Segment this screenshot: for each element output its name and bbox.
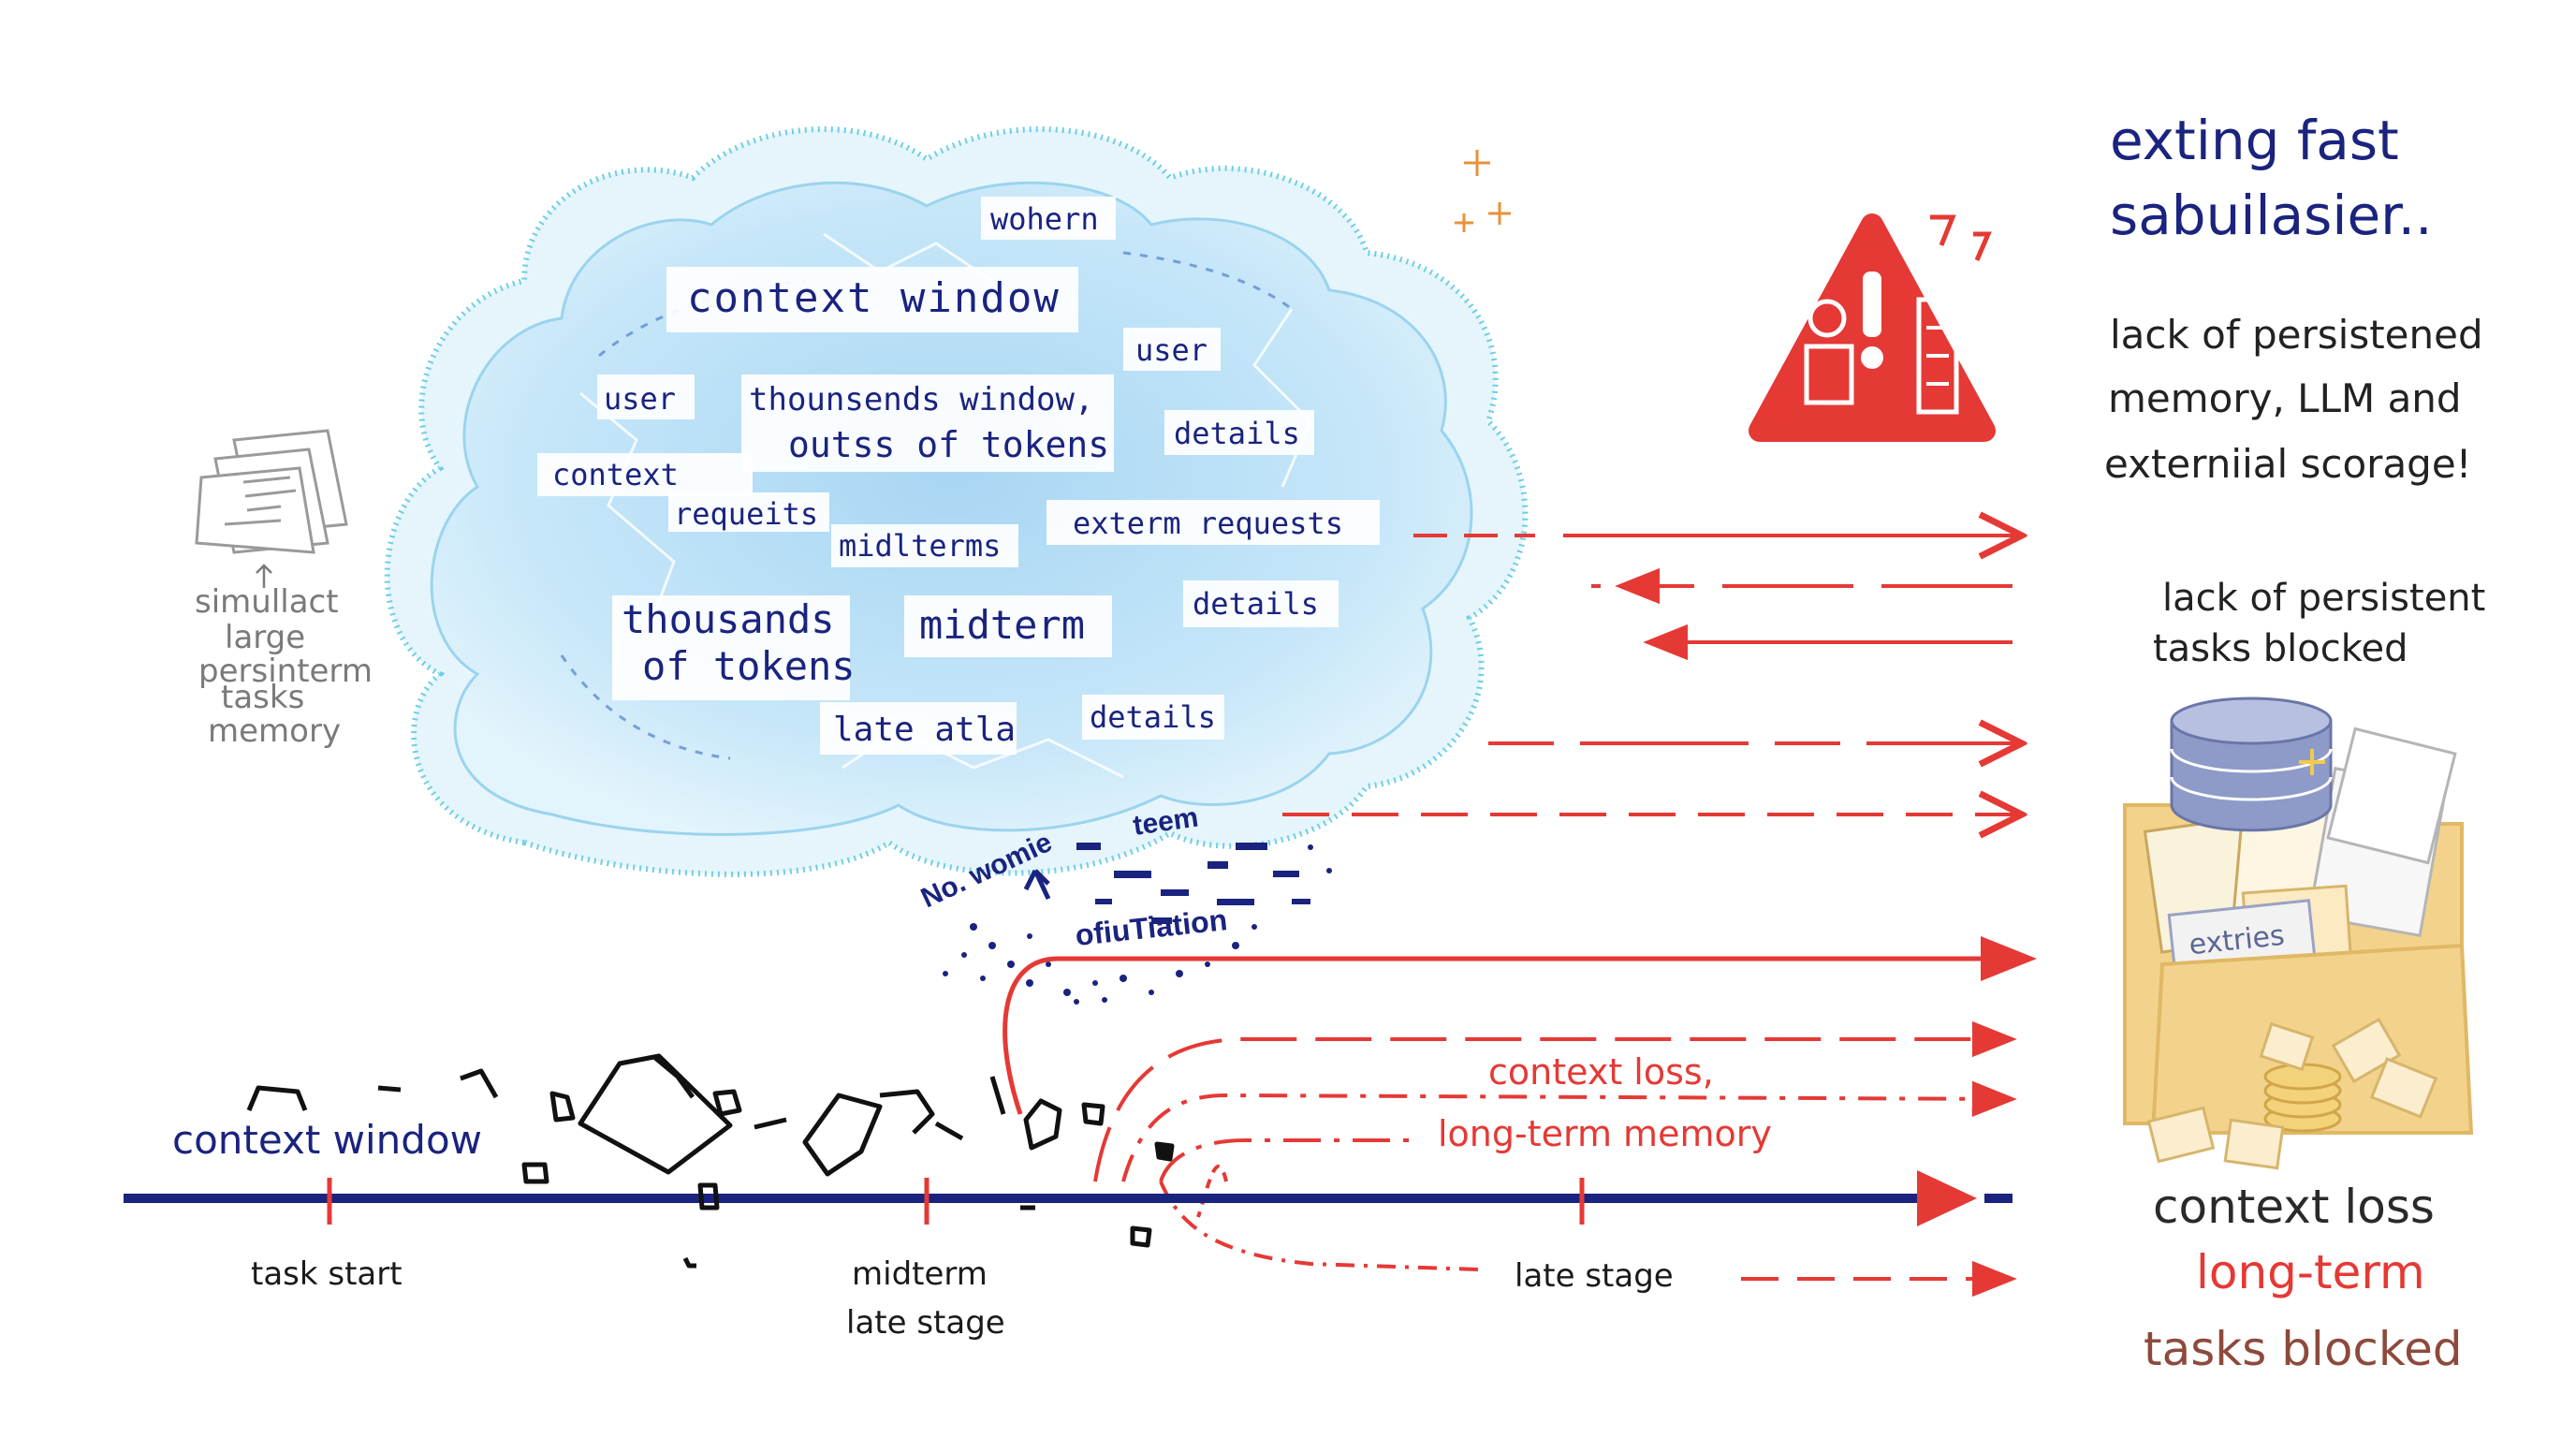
brain-label: midterm — [919, 602, 1085, 648]
folder-icon: extries — [2123, 726, 2474, 1170]
brain-label: wohern — [990, 201, 1099, 237]
cloud-crack-1 — [579, 391, 676, 638]
tick-label-task-start: task start — [251, 1255, 402, 1293]
leak-arrow — [1023, 869, 1051, 901]
tick-label-late-stage: late stage — [846, 1304, 1005, 1342]
arrow-loss — [1121, 1080, 2017, 1182]
brain-label: thounsends window, — [749, 381, 1093, 418]
panel-heading: sabuilasier.. — [2110, 183, 2433, 247]
brain-label: context window — [687, 274, 1061, 322]
arrow-loss — [1093, 1020, 2017, 1182]
warning-icon — [1749, 213, 1996, 442]
note-line: persinterm — [198, 653, 373, 690]
sparkle-icon — [1455, 150, 1511, 232]
folder-tab: extries — [2167, 899, 2317, 975]
bottom-right-labels: context loss long-term tasks blocked — [2144, 1180, 2463, 1376]
tick-label-late-stage-right: late stage — [1515, 1257, 1674, 1295]
timeline-arrowhead — [1917, 1170, 1977, 1226]
note-line: large — [225, 619, 305, 656]
brain-label: user — [604, 381, 676, 417]
leak-particles — [943, 843, 1332, 1005]
leak-text: ofiuTiation — [1074, 902, 1229, 952]
panel-blocked: tasks blocked — [2153, 627, 2408, 670]
bottom-label-context-loss: context loss — [2153, 1180, 2435, 1234]
brain-labels: wohern context window user user thounsen… — [537, 197, 1380, 755]
brain-label: context — [552, 457, 679, 492]
brain-label: details — [1174, 416, 1300, 451]
brain-label: outss of tokens — [788, 424, 1109, 465]
note-line: memory — [208, 712, 341, 750]
brain-label: details — [1193, 586, 1319, 622]
loss-label-line: long-term memory — [1438, 1113, 1772, 1154]
right-panel: exting fast sabuilasier.. lack of persis… — [2104, 109, 2485, 670]
panel-desc: memory, LLM and — [2108, 375, 2462, 421]
coin-stack — [2263, 1063, 2342, 1133]
arrow-leak — [1003, 936, 2037, 1115]
brain-label: exterm requests — [1073, 506, 1343, 541]
panel-heading: exting fast — [2110, 109, 2399, 172]
brain-label: user — [1135, 332, 1208, 368]
bottom-label-tasks-blocked: tasks blocked — [2144, 1322, 2463, 1376]
arrow-cross — [1196, 1165, 1228, 1218]
brain-label: details — [1090, 699, 1216, 735]
bottom-label-long-term: long-term — [2196, 1245, 2425, 1299]
brain-label: late atla — [833, 711, 1016, 749]
timeline: context window task start midterm late s… — [124, 1117, 2012, 1342]
loss-label-line: context loss, — [1488, 1051, 1714, 1093]
flow-arrows — [1003, 536, 2037, 1298]
brain-label: requeits — [674, 496, 818, 532]
note-line: tasks — [221, 679, 304, 716]
cloud-crack-3 — [823, 232, 993, 283]
brain-label: of tokens — [642, 643, 856, 689]
tick-label-midterm: midterm — [852, 1255, 988, 1293]
panel-desc: externiial scorage! — [2104, 441, 2472, 487]
timeline-label: context window — [172, 1117, 482, 1163]
brain-label: thousands — [622, 596, 835, 642]
broken-fragments — [246, 1053, 1175, 1269]
note-arrow — [256, 564, 272, 588]
brain-label: midlterms — [839, 528, 1001, 564]
panel-desc: lack of persistened — [2110, 312, 2483, 358]
document-icon — [195, 429, 348, 554]
panel-blocked: lack of persistent — [2162, 577, 2485, 620]
note-line: simullact — [195, 583, 339, 621]
arrow-loss — [1159, 1138, 1413, 1182]
document-note: simullact large persinterm tasks memory — [195, 564, 373, 750]
loss-label: context loss, long-term memory — [1438, 1051, 1772, 1154]
database-icon — [2170, 697, 2333, 832]
